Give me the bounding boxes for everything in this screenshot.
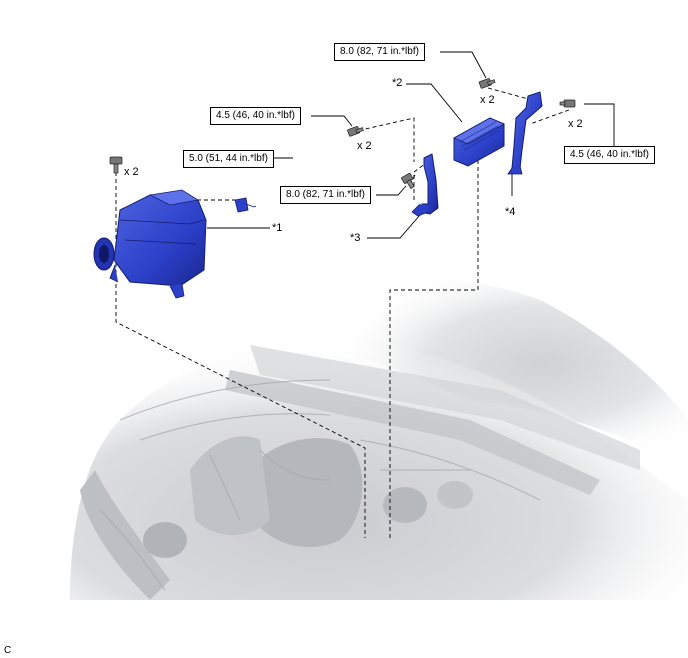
bolt-ecu-top <box>478 78 496 89</box>
vehicle-background <box>70 277 688 600</box>
strut-tower <box>383 487 427 523</box>
cowl <box>225 370 600 495</box>
bolt-bracket <box>401 172 415 190</box>
torque-spec-ecu-top-bolt: 8.0 (82, 71 in.*lbf) <box>334 43 425 61</box>
callout-part-2: *2 <box>392 77 403 89</box>
reservoir <box>437 481 473 509</box>
sensor-connector <box>234 197 249 213</box>
engine-block <box>190 436 270 535</box>
bolt-ecu-left <box>347 126 364 137</box>
torque-spec-bracket-bolt: 8.0 (82, 71 in.*lbf) <box>280 186 371 204</box>
ecu-module <box>453 117 505 167</box>
quantity-air-cleaner-bolt: x 2 <box>124 166 139 178</box>
callout-part-1: *1 <box>272 222 283 234</box>
bracket-3 <box>411 153 439 217</box>
front-grille <box>80 470 170 600</box>
engine-cover <box>250 438 363 548</box>
quantity-ecu-left-bolt: x 2 <box>357 140 372 152</box>
callout-part-4: *4 <box>505 206 516 218</box>
headlight <box>143 522 187 558</box>
torque-spec-ecu-right-bolt: 4.5 (46, 40 in.*lbf) <box>564 146 655 164</box>
bolt-ecu-right <box>559 99 576 108</box>
bolt-air-cleaner <box>109 156 123 174</box>
torque-spec-ecu-left-bolt: 4.5 (46, 40 in.*lbf) <box>210 107 301 125</box>
callout-part-3: *3 <box>350 232 361 244</box>
torque-spec-air-cleaner-bolt: 5.0 (51, 44 in.*lbf) <box>183 150 274 168</box>
quantity-ecu-top-bolt: x 2 <box>480 94 495 106</box>
windshield-area <box>250 345 640 470</box>
illustration-code: C <box>4 645 12 656</box>
leader-lines <box>207 51 615 239</box>
bracket-4 <box>507 91 543 175</box>
hood <box>300 277 688 470</box>
air-cleaner-assembly <box>93 189 257 299</box>
quantity-ecu-right-bolt: x 2 <box>568 118 583 130</box>
